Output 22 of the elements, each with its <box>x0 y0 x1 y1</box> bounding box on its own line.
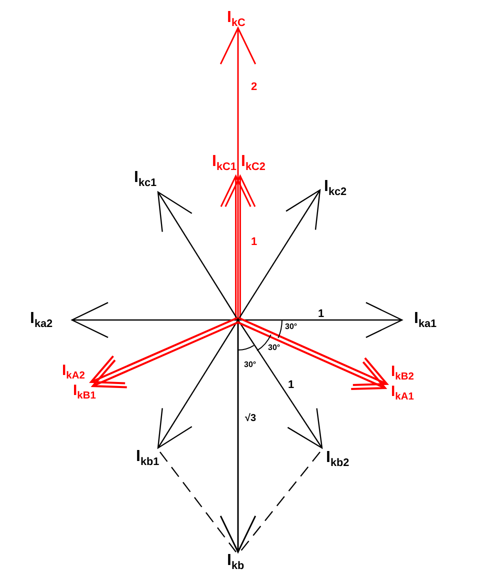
magnitude-label: √3 <box>245 414 256 424</box>
angle-label: 30° <box>268 344 280 352</box>
current-label: I$_{kC1}$ <box>212 154 236 173</box>
current-label: I$_{ka1}$ <box>414 311 437 330</box>
current-label: I$_{kb1}$ <box>136 449 160 468</box>
current-label: I$_{kb}$ <box>227 553 244 572</box>
current-label: I$_{kB1}$ <box>73 383 96 402</box>
current-label: I$_{kC}$ <box>227 10 246 29</box>
current-label: I$_{kc1}$ <box>134 170 157 189</box>
current-label: I$_{kA2}$ <box>62 363 85 382</box>
current-label: I$_{ka2}$ <box>30 311 53 330</box>
magnitude-label: 1 <box>318 309 324 320</box>
current-label: I$_{kb2}$ <box>326 450 350 469</box>
angle-label: 30° <box>285 323 298 331</box>
current-label: I$_{kC2}$ <box>241 154 266 173</box>
current-label: I$_{kc2}$ <box>324 179 347 198</box>
angle-label: 30° <box>244 361 256 369</box>
magnitude-label: 2 <box>251 82 258 93</box>
magnitude-label: 1 <box>251 237 258 248</box>
current-label: I$_{kA1}$ <box>391 384 414 403</box>
magnitude-label: 1 <box>288 380 294 391</box>
current-label: I$_{kB2}$ <box>391 364 414 383</box>
